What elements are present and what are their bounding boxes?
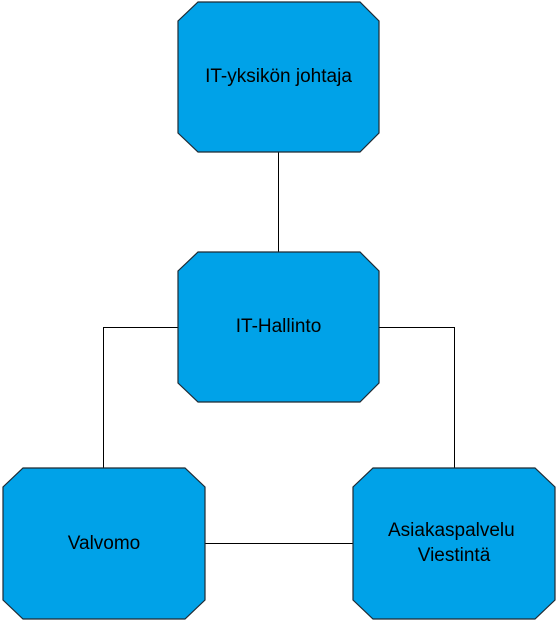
node-customer-service-label-line-2: Viestintä: [418, 545, 491, 566]
node-administration-label: IT-Hallinto: [236, 316, 322, 337]
node-director-label: IT-yksikön johtaja: [205, 66, 352, 87]
connector-administration-customer-service: [379, 327, 455, 468]
node-control-room: Valvomo: [2, 467, 206, 620]
node-director-shape: [177, 1, 380, 153]
node-customer-service-label: Asiakaspalvelu Viestintä: [388, 520, 520, 566]
node-customer-service: Asiakaspalvelu Viestintä: [352, 467, 556, 620]
node-control-room-shape: [2, 467, 206, 620]
node-administration-shape: [177, 251, 380, 403]
connectors: [103, 152, 455, 544]
node-director: IT-yksikön johtaja: [177, 1, 380, 153]
node-control-room-label: Valvomo: [68, 533, 141, 554]
node-customer-service-label-line-1: Asiakaspalvelu: [388, 520, 515, 541]
node-administration: IT-Hallinto: [177, 251, 380, 403]
node-customer-service-shape: [352, 467, 556, 620]
connector-administration-control-room: [103, 327, 178, 468]
